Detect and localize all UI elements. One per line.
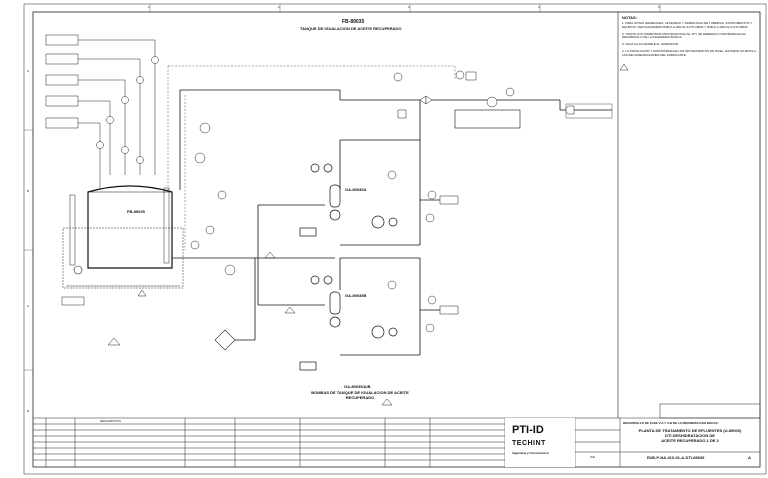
drawing-number: R2B-P-NA-410-01-A-DTI-89039 <box>647 455 705 460</box>
zone-label-b: B <box>27 189 30 193</box>
header-tag: FB-89035 <box>342 19 365 25</box>
note-2: 2. TODOS LOS DIAMETROS MOSTRADOS EN EL D… <box>622 31 747 40</box>
zone-label-3: 3 <box>408 5 410 9</box>
zone-label-5: 5 <box>658 5 660 9</box>
drawing-title-1: PLANTA DE TRATAMIENTO DE EFLUENTES (U-89… <box>638 428 742 433</box>
revision-letter: A <box>748 455 751 460</box>
notes-list: 1. PARA NOTAS GENERALES, LEYENDAS Y SIMB… <box>622 21 757 57</box>
drawing-title-2: DTI DESHIDRATACION DE <box>665 432 715 438</box>
drawing-title: PLANTA DE TRATAMIENTO DE EFLUENTES (U-89… <box>620 428 760 443</box>
project-line: DESARROLLO DE FASE V-A Y V-B DE LA REFIN… <box>623 421 718 425</box>
drawing-title-3: ACEITE RECUPERADO 1 DE 2 <box>661 437 719 443</box>
zone-label-2: 2 <box>278 5 280 9</box>
bottom-equipment-title: BOMBAS DE TANQUE DE IGUALACION DE ACEITE… <box>311 390 409 400</box>
revision-header: DESCRIPCION <box>100 419 121 423</box>
zone-label-c: C <box>27 304 30 308</box>
pump-a-label: GA-89035A <box>345 187 367 192</box>
header-title: TANQUE DE IGUALACION DE ACEITE RECUPERAD… <box>300 26 402 31</box>
zone-label-1: 1 <box>148 5 150 9</box>
note-1: 1. PARA NOTAS GENERALES, LEYENDAS Y SIMB… <box>622 21 753 29</box>
scale-value: S/E <box>590 455 595 459</box>
notes-title: NOTAS: <box>622 15 638 20</box>
pump-b-label: GA-89035B <box>345 293 367 298</box>
bottom-equipment-tag: GA-89035/A/B <box>344 384 371 389</box>
company-logo-pti: PTI-ID <box>512 424 544 436</box>
zone-label-a: A <box>27 69 30 73</box>
company-logo-techint: TECHINT <box>512 440 546 447</box>
note-3: 3. VALVULA ACCESIBLE AL OPERADOR. <box>622 42 679 46</box>
tank-label: FB-89035 <box>127 209 145 214</box>
zone-label-4: 4 <box>538 5 540 9</box>
note-4: 4. LA INSTALACION Y SOPORTERIA DE LOS IN… <box>622 48 756 57</box>
zone-label-d: D <box>27 409 30 413</box>
company-subtitle: Ingenieria y Construccion <box>512 451 549 455</box>
